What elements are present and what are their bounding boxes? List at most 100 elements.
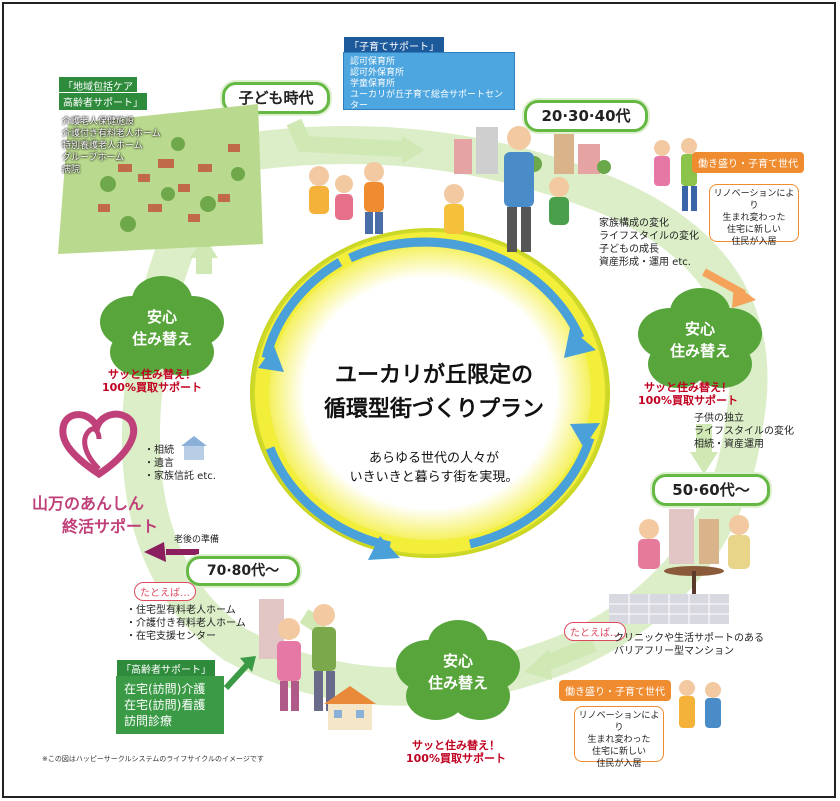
relocate-caption-left: サッと住み替え！ 100%買取サポート — [102, 368, 202, 394]
shukatsu-list: ・相続 ・遺言 ・家族信託 etc. — [144, 444, 216, 483]
shukatsu-title-line1: 山万のあんしん — [32, 494, 145, 513]
town-aerial-illustration — [58, 104, 263, 254]
relocate-caption2: 100%買取サポート — [638, 394, 738, 407]
renovation-line: 生まれ変わった — [587, 735, 651, 745]
relocate-label-right: 安心 住み替え — [650, 318, 750, 362]
elder-care-list: 介護老人保健施設 介護付き有料老人ホーム 特別養護老人ホーム グループホーム 病… — [62, 116, 161, 176]
relocate-caption1: サッと住み替え！ — [411, 739, 500, 752]
shukatsu-item: ・家族信託 etc. — [144, 471, 216, 482]
elder-care-item: 病院 — [62, 165, 81, 175]
retirement-prep-label: 老後の準備 — [174, 535, 220, 545]
young-couple-illustration — [654, 138, 697, 211]
relocate-line2: 住み替え — [427, 674, 488, 692]
childcare-item: ユーカリが丘子育て総合サポートセンター — [350, 90, 504, 111]
life-change-item: 資産形成・運用 etc. — [599, 257, 691, 268]
generation-50-60-label: 50·60代〜 — [652, 474, 770, 506]
mansion-note: クリニックや生活サポートのある バリアフリー型マンション — [614, 632, 764, 658]
childcare-item: 学童保育所 — [350, 79, 396, 89]
relocate-line1: 安心 — [684, 320, 715, 338]
relocate-caption2: 100%買取サポート — [406, 752, 506, 765]
mansion-line: クリニックや生活サポートのある — [614, 633, 764, 644]
shukatsu-item: ・相続 — [144, 445, 174, 456]
footnote: ※この図はハッピーサークルシステムのライフサイクルのイメージです — [42, 755, 264, 763]
relocate-caption2: 100%買取サポート — [102, 381, 202, 394]
elderly-support-title: 「高齢者サポート」 — [116, 659, 216, 678]
life-change-item: ライフスタイルの変化 — [694, 426, 794, 437]
center-title-line1: ユーカリが丘限定の — [334, 363, 533, 388]
center-title-line2: 循環型街づくりプラン — [323, 397, 544, 422]
life-change-item: 相続・資産運用 — [694, 439, 764, 450]
shukatsu-title-line2: 終活サポート — [62, 517, 159, 536]
house-icon — [181, 436, 207, 460]
facility-item: ・介護付き有料老人ホーム — [126, 618, 246, 629]
elderly-support-list: 在宅(訪問)介護 在宅(訪問)看護 訪問診療 — [116, 676, 224, 734]
elder-care-item: 介護付き有料老人ホーム — [62, 129, 161, 139]
children-illustration — [309, 162, 384, 234]
relocate-caption1: サッと住み替え！ — [107, 368, 196, 381]
heart-logo-icon — [59, 410, 138, 479]
elderly-support-item: 訪問診療 — [124, 714, 173, 728]
elder-care-item: 介護老人保健施設 — [62, 117, 135, 127]
life-change-50-list: 子供の独立 ライフスタイルの変化 相続・資産運用 — [694, 412, 794, 451]
elderly-couple-illustration — [259, 599, 336, 711]
elder-care-item: 特別養護老人ホーム — [62, 141, 143, 151]
facility-item: ・住宅型有料老人ホーム — [126, 605, 236, 616]
example-bubble-right: たとえば… — [564, 622, 626, 641]
life-change-item: ライフスタイルの変化 — [599, 231, 699, 242]
relocate-line2: 住み替え — [669, 342, 730, 360]
town-skyline-illustration — [454, 127, 611, 174]
renovation-line: リノベーションにより — [713, 189, 795, 211]
renovation-line: 住民が入居 — [596, 759, 642, 769]
generation-70-80-label: 70·80代〜 — [186, 556, 300, 586]
renovation-line: 住宅に新しい — [726, 225, 781, 235]
life-change-item: 子どもの成長 — [599, 244, 659, 255]
elder-care-title-line2: 高齢者サポート」 — [58, 92, 148, 111]
facility-item: ・在宅支援センター — [126, 631, 216, 642]
small-house-illustration — [324, 686, 376, 730]
working-generation-tag-bottom: 働き盛り・子育て世代 — [559, 680, 671, 701]
relocate-cloud-bottom — [422, 644, 494, 704]
generation-20-40-label: 20·30·40代 — [524, 100, 648, 132]
renovation-line: 住民が入居 — [731, 237, 777, 247]
mansion-line: バリアフリー型マンション — [614, 646, 734, 657]
childcare-list: 認可保育所 認可外保育所 学童保育所 ユーカリが丘子育て総合サポートセンター — [343, 52, 515, 111]
lifecycle-ring — [250, 228, 610, 560]
family-illustration — [444, 126, 569, 252]
support-arrow-icon — [223, 656, 256, 691]
facilities-70-list: ・住宅型有料老人ホーム ・介護付き有料老人ホーム ・在宅支援センター — [126, 604, 246, 643]
life-change-item: 子供の独立 — [694, 413, 744, 424]
renovation-line: 住宅に新しい — [591, 747, 646, 757]
childcare-item: 認可保育所 — [350, 57, 396, 67]
life-change-20-list: 家族構成の変化 ライフスタイルの変化 子どもの成長 資産形成・運用 etc. — [599, 217, 699, 269]
relocate-cloud-left — [126, 300, 198, 360]
couple-illustration-bottom — [679, 680, 721, 728]
childcare-item: 認可外保育所 — [350, 68, 405, 78]
elderly-support-item: 在宅(訪問)看護 — [124, 698, 206, 712]
relocate-label-left: 安心 住み替え — [112, 306, 212, 350]
center-subtitle: あらゆる世代の人々が いきいきと暮らす街を実現。 — [324, 449, 544, 487]
renovation-line: 生まれ変わった — [722, 213, 786, 223]
elderly-support-item: 在宅(訪問)介護 — [124, 682, 206, 696]
elder-care-item: グループホーム — [62, 153, 125, 163]
center-subtitle-line2: いきいきと暮らす街を実現。 — [349, 470, 519, 485]
renovation-line: リノベーションにより — [578, 711, 660, 733]
life-change-item: 家族構成の変化 — [599, 218, 669, 229]
relocate-caption-bottom: サッと住み替え！ 100%買取サポート — [406, 739, 506, 765]
shukatsu-item: ・遺言 — [144, 458, 174, 469]
example-bubble-left: たとえば… — [134, 582, 196, 601]
background-path — [121, 118, 768, 706]
relocate-line2: 住み替え — [131, 330, 192, 348]
renovation-note-top: リノベーションにより 生まれ変わった 住宅に新しい 住民が入居 — [709, 184, 799, 247]
relocate-line1: 安心 — [442, 652, 473, 670]
relocate-caption-right: サッと住み替え！ 100%買取サポート — [638, 381, 738, 407]
relocate-label-bottom: 安心 住み替え — [408, 650, 508, 694]
tiled-floor — [609, 594, 729, 624]
center-subtitle-line1: あらゆる世代の人々が — [368, 451, 499, 466]
center-title: ユーカリが丘限定の 循環型街づくりプラン — [319, 359, 549, 427]
relocate-line1: 安心 — [146, 308, 177, 326]
relocate-cloud-right — [664, 312, 736, 372]
relocate-caption1: サッと住み替え！ — [643, 381, 732, 394]
renovation-note-bottom: リノベーションにより 生まれ変わった 住宅に新しい 住民が入居 — [574, 706, 664, 769]
middle-aged-couple-illustration — [638, 509, 750, 606]
